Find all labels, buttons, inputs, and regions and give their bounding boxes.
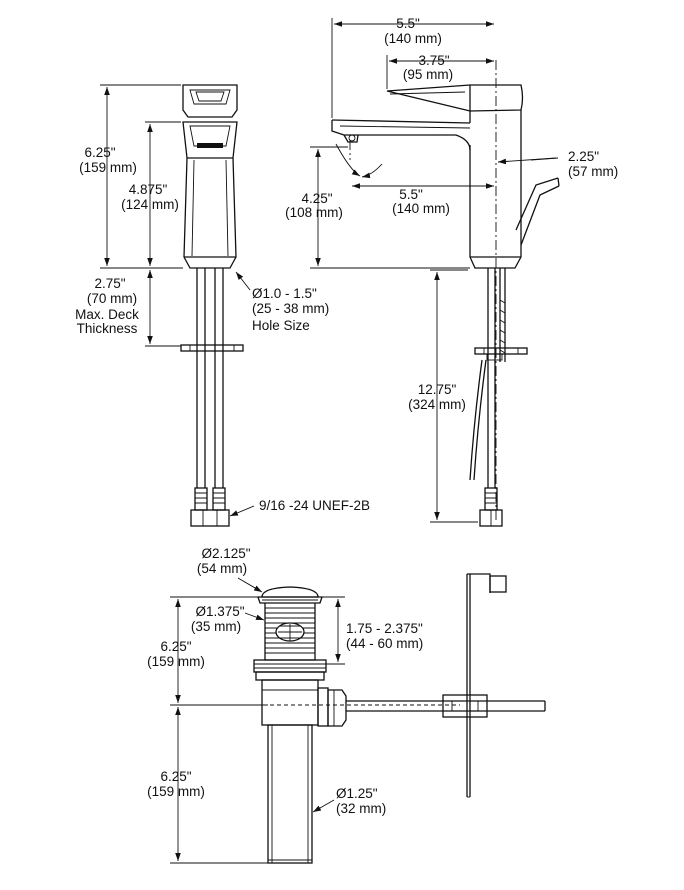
front-view-faucet <box>180 84 244 527</box>
aerator-height-in-label: 4.25" <box>301 191 332 206</box>
spout-reach-in-label: 5.5" <box>399 187 423 202</box>
spout-height-in-label: 4.875" <box>129 182 168 197</box>
thread-length-mm-label: (44 - 60 mm) <box>346 636 423 651</box>
overall-height-in-label: 6.25" <box>84 145 115 160</box>
spout-reach-mm-label: (140 mm) <box>392 201 450 216</box>
drain-dimensions <box>170 577 345 864</box>
hole-size-in-label: Ø1.0 - 1.5" <box>252 286 317 301</box>
side-view-dimensions <box>310 18 559 523</box>
spout-height-mm-label: (124 mm) <box>121 197 179 212</box>
overall-reach-mm-label: (140 mm) <box>384 31 442 46</box>
handle-clearance-in-label: 2.25" <box>568 149 599 164</box>
deck-thickness-in-label: 2.75" <box>94 276 125 291</box>
deck-thickness-mm-label: (70 mm) <box>87 291 137 306</box>
deck-thickness-label-1: Max. Deck <box>75 307 139 322</box>
drain-upper-height-mm-label: (159 mm) <box>147 654 205 669</box>
body-dia-in-label: Ø1.375" <box>195 604 244 619</box>
flange-dia-mm-label: (54 mm) <box>197 561 247 576</box>
tailpiece-dia-mm-label: (32 mm) <box>336 801 386 816</box>
handle-reach-in-label: 3.75" <box>418 53 449 68</box>
supply-length-in-label: 12.75" <box>418 382 457 397</box>
hole-size-mm-label: (25 - 38 mm) <box>252 301 329 316</box>
connection-thread-label: 9/16 -24 UNEF-2B <box>259 498 370 513</box>
hole-size-label: Hole Size <box>252 318 310 333</box>
flange-dia-in-label: Ø2.125" <box>201 546 250 561</box>
body-dia-mm-label: (35 mm) <box>191 619 241 634</box>
aerator-height-mm-label: (108 mm) <box>285 205 343 220</box>
side-view-faucet <box>331 60 560 527</box>
thread-length-in-label: 1.75 - 2.375" <box>346 621 423 636</box>
front-view-dimensions <box>100 84 255 517</box>
supply-length-mm-label: (324 mm) <box>408 397 466 412</box>
handle-clearance-mm-label: (57 mm) <box>568 164 618 179</box>
drain-upper-height-in-label: 6.25" <box>160 639 191 654</box>
tailpiece-dia-in-label: Ø1.25" <box>336 786 378 801</box>
handle-reach-mm-label: (95 mm) <box>403 67 453 82</box>
tailpiece-length-mm-label: (159 mm) <box>147 784 205 799</box>
tailpiece-length-in-label: 6.25" <box>160 769 191 784</box>
deck-thickness-label-2: Thickness <box>77 321 138 336</box>
overall-reach-in-label: 5.5" <box>396 16 420 31</box>
drain-assembly <box>253 573 546 864</box>
overall-height-mm-label: (159 mm) <box>79 160 137 175</box>
